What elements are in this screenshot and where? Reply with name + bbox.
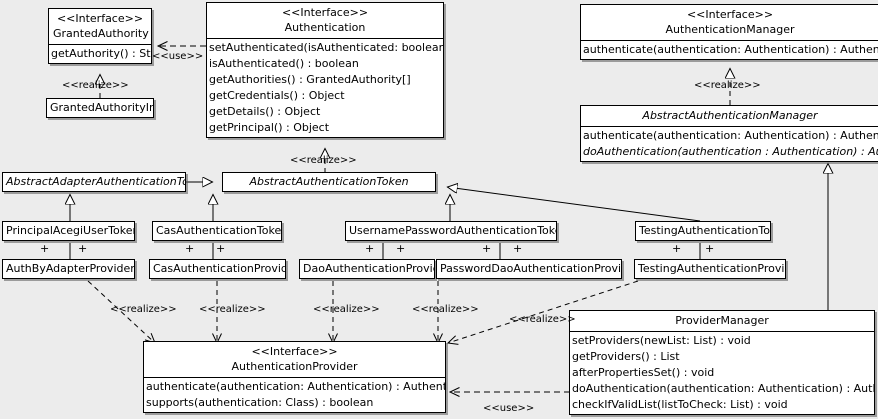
member-row: getDetails() : Object	[209, 105, 321, 118]
association-mark-plus: +	[216, 242, 226, 255]
class-name: GrantedAuthorityImpl	[50, 101, 153, 114]
class-name: AuthenticationManager	[665, 23, 795, 36]
member-row: getAuthority() : String	[51, 47, 151, 60]
stereotype-label: <<Interface>>	[281, 6, 369, 19]
edge-label-realize-password-dao-authentication-provider: <<realize>>	[412, 304, 479, 315]
association-mark-plus: +	[78, 242, 88, 255]
member-row: getCredentials() : Object	[209, 89, 345, 102]
member-row: authenticate(authentication: Authenticat…	[583, 43, 878, 56]
association-mark-plus: +	[40, 242, 50, 255]
class-members: authenticate(authentication: Authenticat…	[581, 126, 878, 161]
edge-label-realize-cas-authentication-provider: <<realize>>	[199, 304, 266, 315]
class-members: authenticate(authentication: Authenticat…	[581, 40, 878, 59]
edge-label-realize-abstract-authentication-manager: <<realize>>	[694, 80, 761, 91]
class-header: <<Interface>> AuthenticationManager	[581, 5, 878, 40]
class-name: UsernamePasswordAuthenticationToken	[349, 224, 557, 237]
class-header: <<Interface>> Authentication	[207, 3, 443, 38]
class-cas-authentication-provider[interactable]: CasAuthenticationProvider	[149, 259, 286, 279]
class-name: CasAuthenticationProvider	[153, 262, 286, 275]
association-mark-plus: +	[396, 242, 406, 255]
class-auth-by-adapter-provider[interactable]: AuthByAdapterProvider	[2, 259, 135, 279]
class-members: setProviders(newList: List) : void getPr…	[570, 331, 874, 414]
stereotype-label: <<Interface>>	[56, 12, 144, 25]
class-name: TestingAuthenticationToken	[639, 224, 771, 237]
member-row: authenticate(authentication: Authenticat…	[146, 380, 445, 393]
class-dao-authentication-provider[interactable]: DaoAuthenticationProvider	[299, 259, 435, 279]
class-username-password-authentication-token[interactable]: UsernamePasswordAuthenticationToken	[345, 221, 557, 241]
class-provider-manager[interactable]: ProviderManager setProviders(newList: Li…	[569, 310, 875, 415]
class-members: authenticate(authentication: Authenticat…	[144, 377, 445, 412]
edge-label-realize-dao-authentication-provider: <<realize>>	[313, 304, 380, 315]
association-mark-plus: +	[365, 242, 375, 255]
class-name: ProviderManager	[675, 314, 769, 327]
class-name: CasAuthenticationToken	[156, 224, 282, 237]
association-mark-plus: +	[705, 242, 715, 255]
class-name: AuthenticationProvider	[231, 360, 358, 373]
class-members: setAuthenticated(isAuthenticated: boolea…	[207, 38, 443, 137]
edge-label-realize-granted-authority-impl: <<realize>>	[62, 80, 129, 91]
member-row: doAuthentication(authentication: Authent…	[572, 382, 874, 395]
class-authentication-manager[interactable]: <<Interface>> AuthenticationManager auth…	[580, 4, 878, 60]
member-row: authenticate(authentication: Authenticat…	[583, 129, 878, 142]
class-cas-authentication-token[interactable]: CasAuthenticationToken	[152, 221, 282, 241]
member-row: supports(authentication: Class) : boolea…	[146, 396, 374, 409]
edge-label-realize-auth-by-adapter-provider: <<realize>>	[110, 304, 177, 315]
edge-label-use-provider-manager: <<use>>	[483, 403, 535, 414]
class-name: AbstractAuthenticationToken	[249, 175, 409, 188]
class-name: AbstractAdapterAuthenticationToken	[6, 175, 185, 188]
class-name: Authentication	[284, 21, 366, 34]
class-header: <<Interface>> AuthenticationProvider	[144, 342, 445, 377]
class-name: AbstractAuthenticationManager	[642, 109, 818, 122]
class-abstract-adapter-authentication-token[interactable]: AbstractAdapterAuthenticationToken	[2, 172, 186, 192]
class-password-dao-authentication-provider[interactable]: PasswordDaoAuthenticationProvider	[436, 259, 622, 279]
class-name: PrincipalAcegiUserToken	[6, 224, 135, 237]
class-header: <<Interface>> GrantedAuthority	[49, 9, 151, 44]
class-name: TestingAuthenticationProvider	[638, 262, 785, 275]
class-granted-authority[interactable]: <<Interface>> GrantedAuthority getAuthor…	[48, 8, 152, 64]
member-row: setAuthenticated(isAuthenticated: boolea…	[209, 41, 443, 54]
association-mark-plus: +	[513, 242, 523, 255]
member-row: getAuthorities() : GrantedAuthority[]	[209, 73, 411, 86]
class-abstract-authentication-manager[interactable]: AbstractAuthenticationManager authentica…	[580, 105, 878, 162]
class-granted-authority-impl[interactable]: GrantedAuthorityImpl	[46, 98, 154, 118]
class-name: GrantedAuthority	[53, 27, 149, 40]
stereotype-label: <<Interface>>	[251, 345, 338, 358]
association-mark-plus: +	[185, 242, 195, 255]
class-authentication[interactable]: <<Interface>> Authentication setAuthenti…	[206, 2, 444, 138]
class-authentication-provider[interactable]: <<Interface>> AuthenticationProvider aut…	[143, 341, 446, 413]
member-row: setProviders(newList: List) : void	[572, 334, 751, 347]
edge-label-realize-provider-manager: <<realize>>	[509, 314, 576, 325]
class-header: AbstractAuthenticationManager	[581, 106, 878, 126]
member-row: getPrincipal() : Object	[209, 121, 330, 134]
member-row: checkIfValidList(listToCheck: List) : vo…	[572, 398, 788, 411]
class-members: getAuthority() : String	[49, 44, 151, 63]
member-row: isAuthenticated() : boolean	[209, 57, 359, 70]
class-name: DaoAuthenticationProvider	[303, 262, 434, 275]
association-mark-plus: +	[672, 242, 682, 255]
association-mark-plus: +	[482, 242, 492, 255]
class-abstract-authentication-token[interactable]: AbstractAuthenticationToken	[222, 172, 436, 192]
member-row: afterPropertiesSet() : void	[572, 366, 715, 379]
member-row: doAuthentication(authentication : Authen…	[583, 145, 878, 158]
class-name: AuthByAdapterProvider	[6, 262, 135, 275]
edge-label-realize-abstract-authentication-token: <<realize>>	[290, 155, 357, 166]
class-testing-authentication-provider[interactable]: TestingAuthenticationProvider	[634, 259, 786, 279]
member-row: getProviders() : List	[572, 350, 680, 363]
stereotype-label: <<Interface>>	[686, 8, 774, 21]
class-testing-authentication-token[interactable]: TestingAuthenticationToken	[635, 221, 771, 241]
class-header: ProviderManager	[570, 311, 874, 331]
class-principal-acegi-user-token[interactable]: PrincipalAcegiUserToken	[2, 221, 135, 241]
edge-label-use-granted-authority: <<use>>	[152, 51, 204, 62]
class-name: PasswordDaoAuthenticationProvider	[440, 262, 622, 275]
